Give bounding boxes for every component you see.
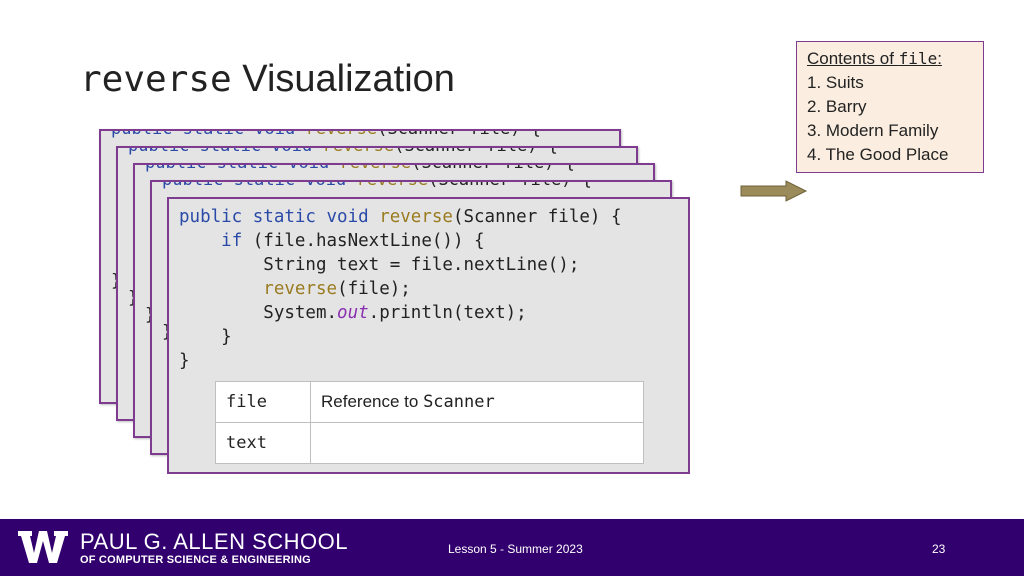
table-row: file Reference to Scanner [215, 381, 644, 423]
file-line-3: 3. Modern Family [807, 121, 939, 140]
variables-table: file Reference to Scanner text [215, 381, 644, 464]
slide-title: reverse Visualization [80, 58, 455, 101]
code-block: public static void reverse(Scanner file)… [179, 205, 622, 373]
variable-name: text [215, 422, 311, 464]
variable-value [310, 422, 644, 464]
arrow-right-icon [740, 180, 808, 202]
code-line-5: System.out.println(text); [179, 303, 527, 323]
code-line-4: reverse(file); [263, 279, 411, 299]
file-contents-box: Contents of file: 1. Suits 2. Barry 3. M… [796, 41, 984, 173]
frame-signature: public static void reverse(Scanner file)… [145, 163, 575, 173]
file-line-2: 2. Barry [807, 97, 867, 116]
file-line-4: 4. The Good Place [807, 145, 949, 164]
file-contents-heading: Contents of file: [807, 49, 942, 68]
frame-signature: public static void reverse(Scanner file)… [111, 129, 541, 139]
title-code: reverse [80, 59, 232, 100]
footer-bar: PAUL G. ALLEN SCHOOL OF COMPUTER SCIENCE… [0, 519, 1024, 576]
school-subtitle: OF COMPUTER SCIENCE & ENGINEERING [80, 554, 311, 566]
title-text: Visualization [242, 58, 455, 100]
school-name: PAUL G. ALLEN SCHOOL [80, 529, 348, 554]
frame-signature: public static void reverse(Scanner file)… [162, 180, 592, 190]
code-line-1: public static void reverse(Scanner file)… [179, 207, 622, 227]
code-line-7: } [179, 351, 190, 371]
file-line-1: 1. Suits [807, 73, 864, 92]
page-number: 23 [932, 542, 946, 556]
variable-name: file [215, 381, 311, 423]
stack-frame-current: public static void reverse(Scanner file)… [167, 197, 690, 474]
code-line-3: String text = file.nextLine(); [179, 255, 580, 275]
table-row: text [215, 422, 644, 464]
variable-value: Reference to Scanner [310, 381, 644, 423]
uw-w-logo-icon [18, 531, 68, 563]
code-line-6: } [179, 327, 232, 347]
lesson-label: Lesson 5 - Summer 2023 [448, 542, 583, 556]
frame-signature: public static void reverse(Scanner file)… [128, 146, 558, 156]
code-line-2: if (file.hasNextLine()) { [221, 231, 485, 251]
